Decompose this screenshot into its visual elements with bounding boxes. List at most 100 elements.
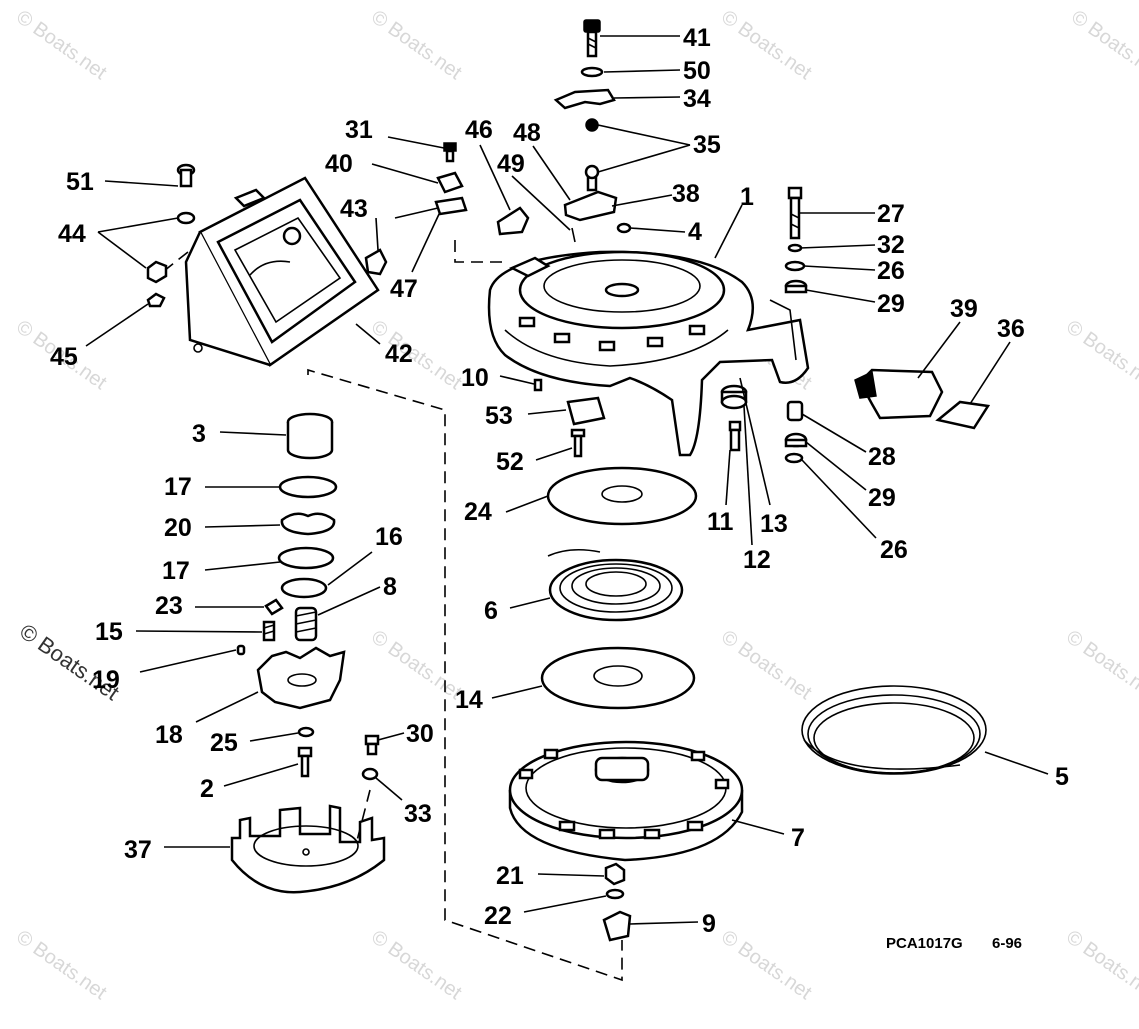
part-28-spacer [786, 400, 804, 422]
watermark: © Boats.net [12, 926, 111, 1004]
part-8-spring [294, 606, 318, 642]
callout-43: 43 [340, 195, 368, 223]
part-17-washer [278, 475, 338, 499]
callout-48: 48 [513, 119, 541, 147]
callout-42: 42 [385, 340, 413, 368]
part-37-starter-cup [230, 804, 386, 894]
watermark: © Boats.net [1062, 316, 1139, 394]
callout-4: 4 [688, 218, 702, 246]
part-20-wave-washer [280, 512, 336, 536]
callout-8: 8 [383, 573, 397, 601]
watermark: © Boats.net [367, 926, 466, 1004]
callout-3: 3 [192, 420, 206, 448]
watermark: © Boats.net [367, 6, 466, 84]
callout-53: 53 [485, 402, 513, 430]
part-42-starter-housing [184, 176, 380, 367]
callout-41: 41 [683, 24, 711, 52]
part-11-bolt [728, 420, 742, 452]
part-27-bolt [787, 186, 803, 240]
part-30-screw [364, 734, 380, 756]
callout-2: 2 [200, 775, 214, 803]
part-1-rewind-housing [487, 250, 810, 457]
callout-15: 15 [95, 618, 123, 646]
watermark: © Boats.net [1067, 6, 1139, 84]
watermark: © Boats.net [1062, 626, 1139, 704]
part-26-washer-lower [784, 452, 804, 464]
callout-7: 7 [791, 824, 805, 852]
part-53-block [566, 396, 606, 426]
callout-10: 10 [461, 364, 489, 392]
callout-28: 28 [868, 443, 896, 471]
callout-21: 21 [496, 862, 524, 890]
part-18-pawl-plate [256, 646, 346, 710]
callout-6: 6 [484, 597, 498, 625]
part-15-spring [262, 620, 276, 642]
part-26-washer [784, 260, 806, 272]
leader-lines [85, 35, 1049, 925]
callout-27: 27 [877, 200, 905, 228]
callout-44: 44 [58, 220, 86, 248]
callout-9: 9 [702, 910, 716, 938]
callout-17: 17 [164, 473, 192, 501]
callout-16: 16 [375, 523, 403, 551]
watermark: © Boats.net [717, 626, 816, 704]
callout-19: 19 [92, 666, 120, 694]
callout-49: 49 [497, 150, 525, 178]
watermark: © Boats.net [717, 926, 816, 1004]
part-24-plate [546, 466, 698, 526]
callout-52: 52 [496, 448, 524, 476]
callout-20: 20 [164, 514, 192, 542]
part-22-washer [605, 888, 625, 900]
callout-34: 34 [683, 85, 711, 113]
part-41-bolt [583, 19, 601, 58]
part-25-washer [297, 726, 315, 738]
part-35-spring [584, 118, 600, 192]
callout-37: 37 [124, 836, 152, 864]
part-43-knob [364, 248, 388, 276]
part-16-ring [280, 577, 328, 599]
part-21-nut [604, 862, 626, 886]
watermark: © Boats.net [1062, 926, 1139, 1004]
callout-30: 30 [406, 720, 434, 748]
callout-17: 17 [162, 557, 190, 585]
part-50-washer [580, 66, 604, 78]
callout-26: 26 [880, 536, 908, 564]
part-48-bracket [563, 190, 618, 222]
part-51-bolt [176, 163, 196, 188]
callout-labels: 41 50 34 35 31 46 48 40 49 38 51 43 1 27… [50, 24, 1069, 938]
watermark: © Boats.net [12, 6, 111, 84]
part-3-bushing [286, 412, 334, 460]
callout-51: 51 [66, 168, 94, 196]
part-7-rewind-pulley [508, 740, 744, 862]
callout-46: 46 [465, 116, 493, 144]
callout-1: 1 [740, 183, 754, 211]
part-36-insert [935, 400, 991, 430]
part-19-pin [236, 644, 246, 656]
part-39-handle [854, 368, 944, 420]
part-14-plate [540, 646, 696, 710]
part-17-washer-lower [277, 546, 335, 570]
callout-22: 22 [484, 902, 512, 930]
watermark: © Boats.net [717, 6, 816, 84]
part-44-nut [146, 260, 168, 284]
callout-36: 36 [997, 315, 1025, 343]
part-33-nut [361, 767, 379, 781]
callout-40: 40 [325, 150, 353, 178]
part-29-grommet [784, 279, 808, 294]
callout-29: 29 [877, 290, 905, 318]
callout-35: 35 [693, 131, 721, 159]
drawing-code: PCA1017G [886, 935, 963, 952]
callout-38: 38 [672, 180, 700, 208]
part-5-starter-rope [801, 685, 987, 775]
part-46-pawl [496, 206, 530, 236]
callout-25: 25 [210, 729, 238, 757]
callout-18: 18 [155, 721, 183, 749]
callout-5: 5 [1055, 763, 1069, 791]
part-44-washer [176, 211, 196, 225]
callout-47: 47 [390, 275, 418, 303]
part-32-washer [787, 243, 803, 253]
part-31-screw [443, 142, 457, 163]
callout-29: 29 [868, 484, 896, 512]
